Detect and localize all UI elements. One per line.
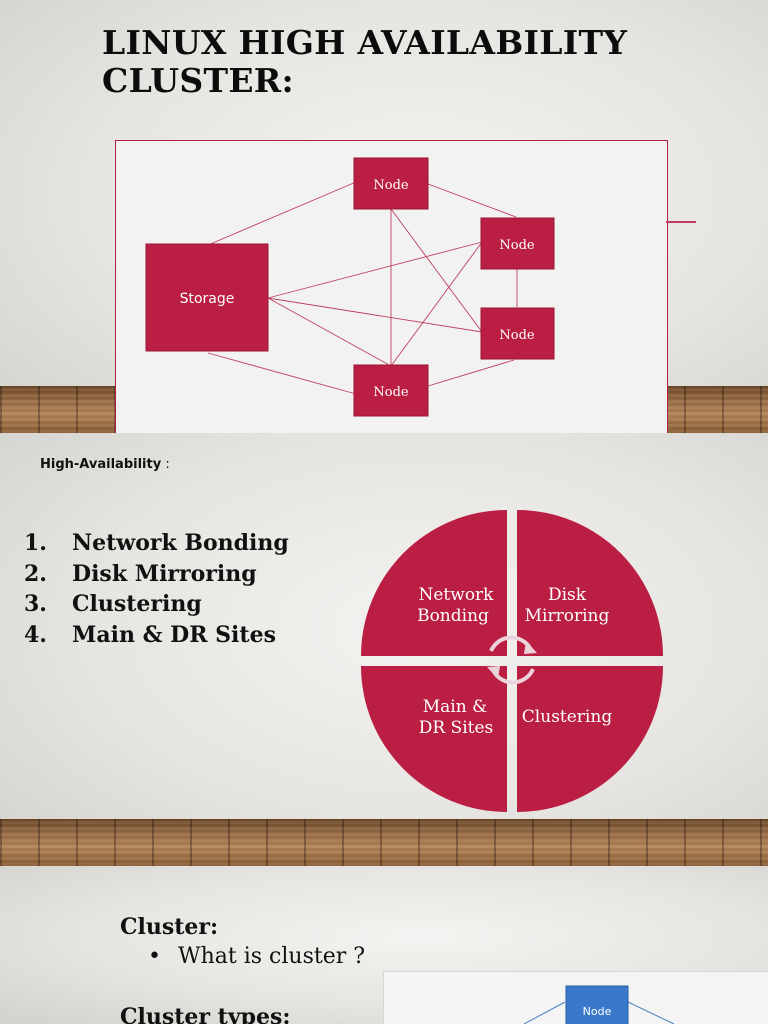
list-item: 2.Disk Mirroring <box>24 559 289 590</box>
q2-line1: Disk <box>548 585 587 605</box>
cluster-diagram-graphic: Storage Node Node Node Node <box>116 141 667 433</box>
mini-diagram-graphic: Node <box>384 972 768 1024</box>
q3-line1: Main & <box>423 697 487 717</box>
mini-cluster-diagram: Node <box>383 971 768 1024</box>
connector-stub <box>666 221 696 223</box>
quadrant-network-bonding <box>361 510 507 656</box>
wooden-floor <box>0 819 768 866</box>
ha-label: High-Availability : <box>40 457 170 472</box>
mini-node-label: Node <box>583 1005 612 1018</box>
quadrant-main-dr-sites <box>361 666 507 812</box>
node-label: Node <box>499 238 535 253</box>
node-label: Node <box>499 328 535 343</box>
cluster-diagram: Storage Node Node Node Node <box>115 140 668 433</box>
cluster-types-heading: Cluster types: <box>120 1004 291 1024</box>
q3-line2: DR Sites <box>419 718 494 738</box>
q2-line2: Mirroring <box>525 606 610 626</box>
storage-label: Storage <box>180 291 235 307</box>
q4-label: Clustering <box>522 707 613 727</box>
list-item: 3.Clustering <box>24 589 289 620</box>
cluster-heading: Cluster: <box>120 914 218 940</box>
page-title: LINUX HIGH AVAILABILITY CLUSTER: <box>102 24 768 100</box>
ha-list: 1.Network Bonding 2.Disk Mirroring 3.Clu… <box>24 528 289 650</box>
q1-line1: Network <box>419 585 495 605</box>
q1-line2: Bonding <box>417 606 489 626</box>
bullet-item: •What is cluster ? <box>148 944 365 969</box>
list-item: 4.Main & DR Sites <box>24 620 289 651</box>
quadrant-clustering <box>517 666 663 812</box>
quadrant-disk-mirroring <box>517 510 663 656</box>
node-label: Node <box>373 178 409 193</box>
slide-1: LINUX HIGH AVAILABILITY CLUSTER: Storage… <box>0 0 768 433</box>
node-label: Node <box>373 385 409 400</box>
list-item: 1.Network Bonding <box>24 528 289 559</box>
ha-cycle-diagram: Network Bonding Disk Mirroring Main & DR… <box>350 501 674 815</box>
slide-3: Cluster: •What is cluster ? Cluster type… <box>0 866 768 1024</box>
slide-2: High-Availability : 1.Network Bonding 2.… <box>0 433 768 866</box>
